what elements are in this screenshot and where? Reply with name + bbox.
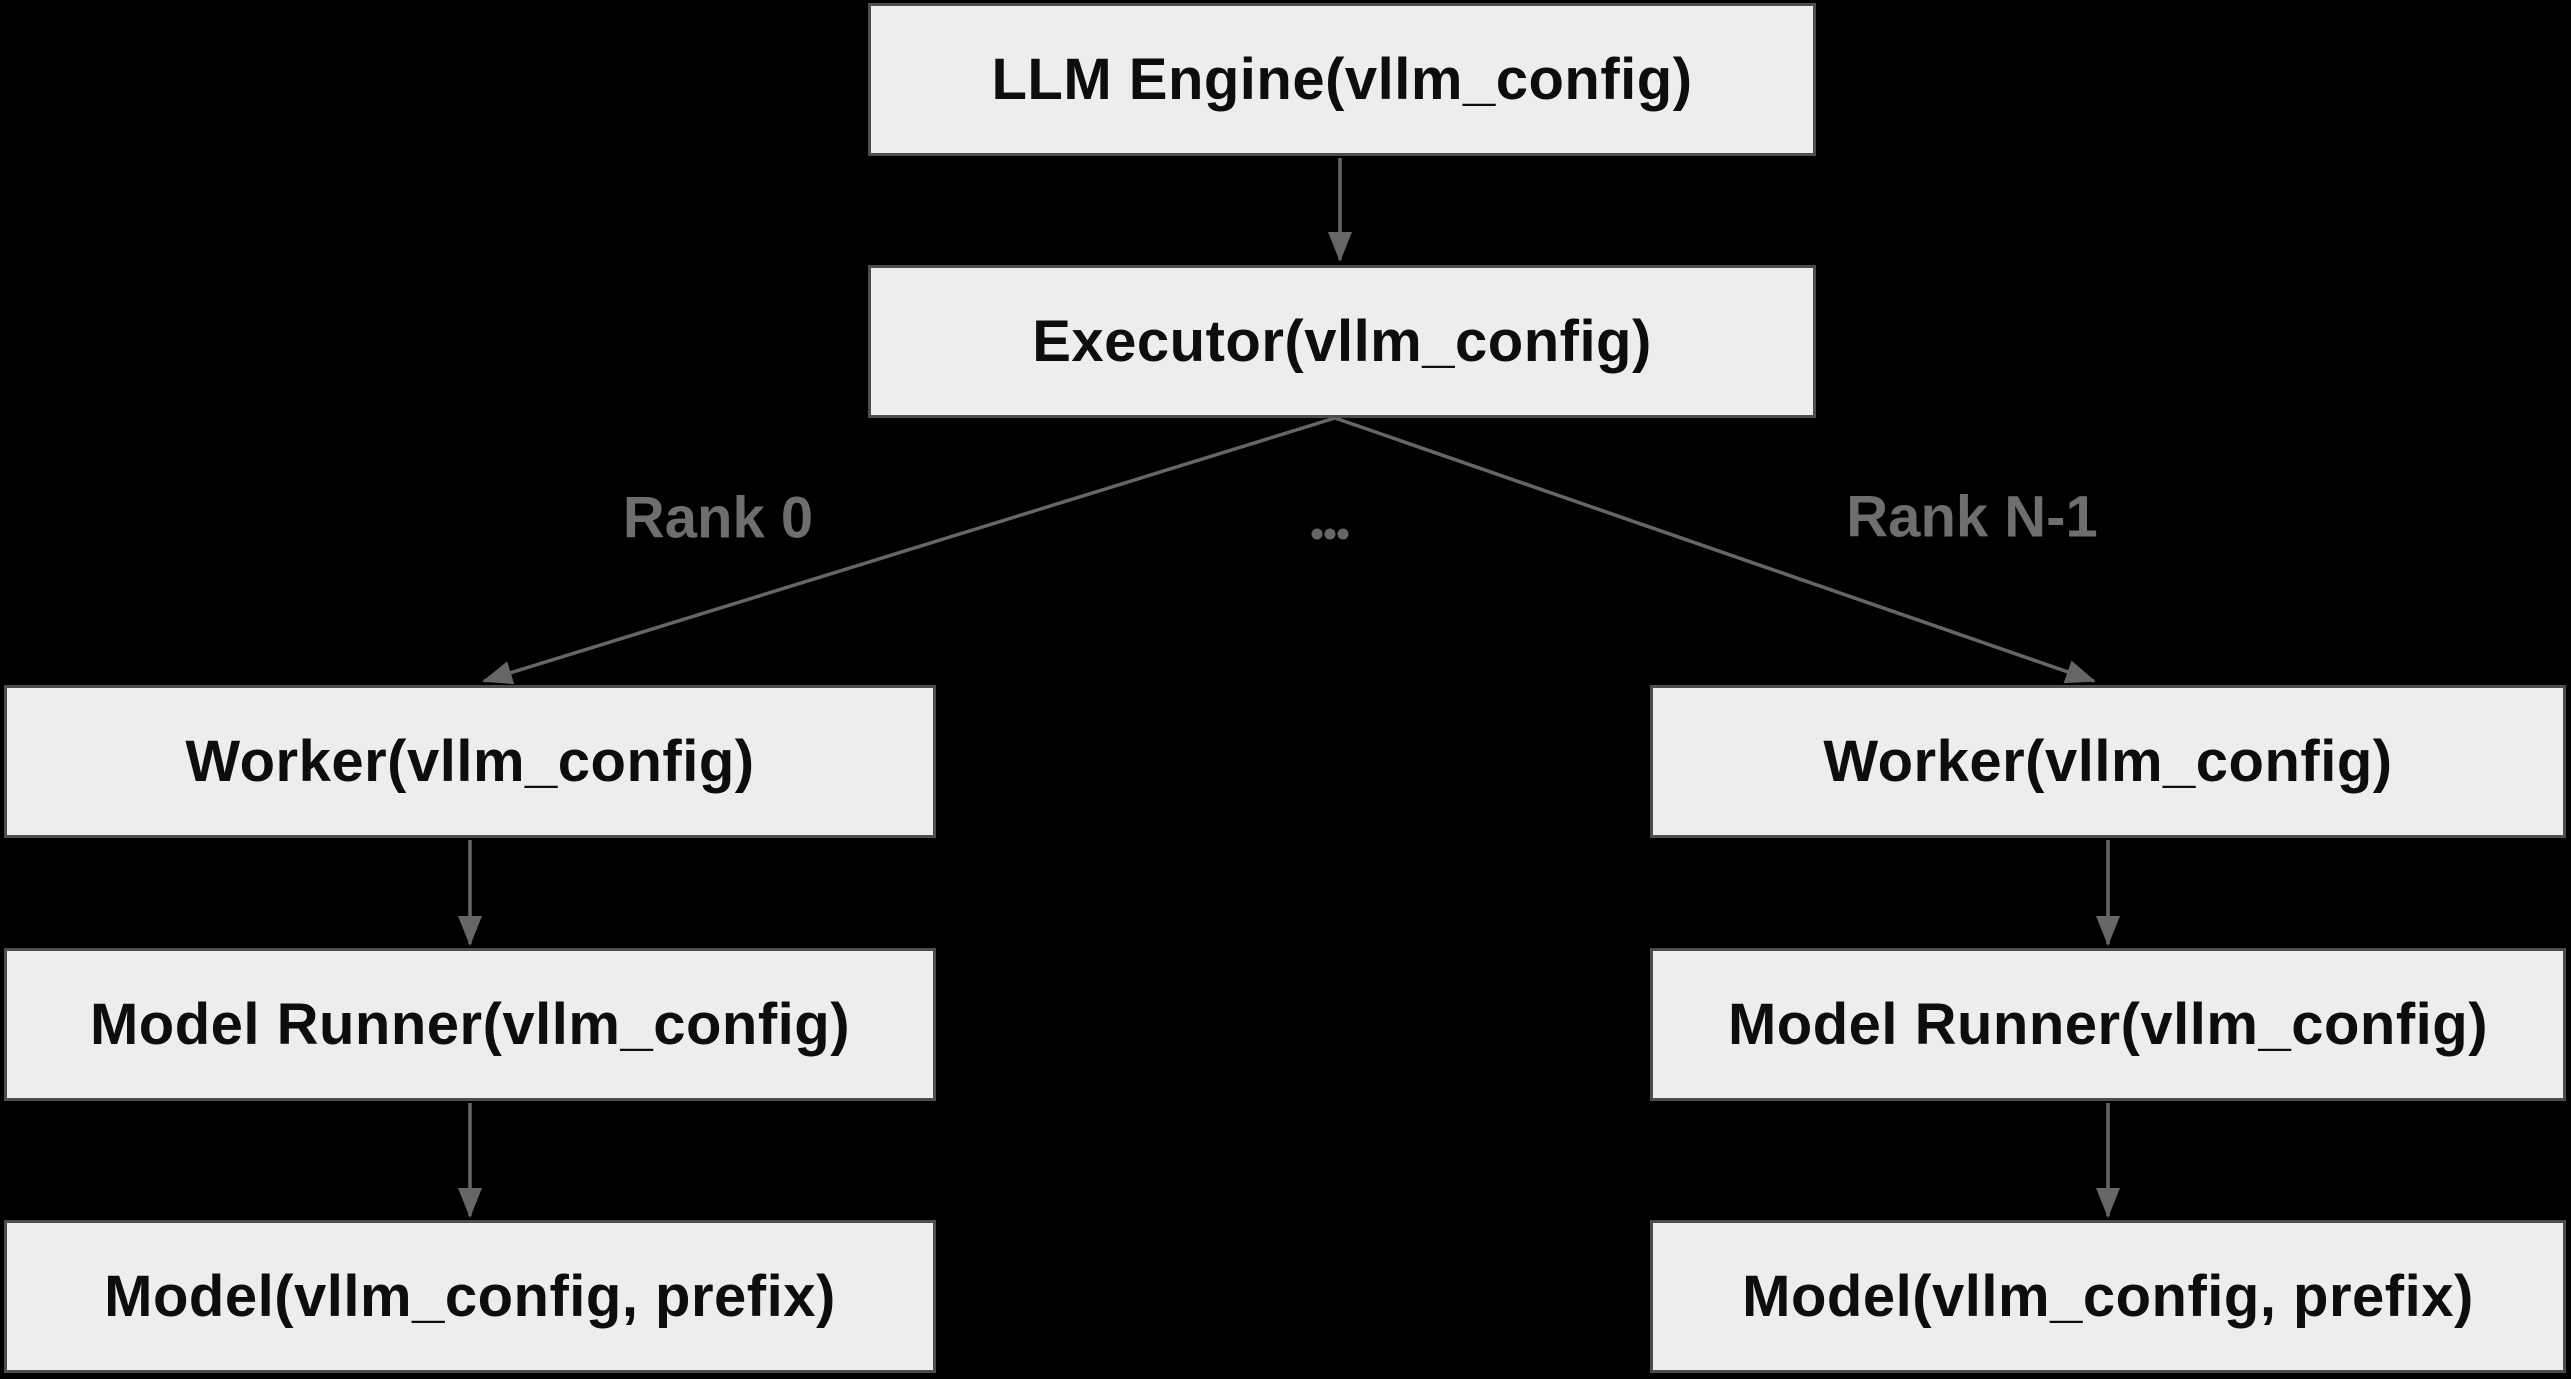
- node-llm-engine: LLM Engine(vllm_config): [868, 3, 1816, 156]
- node-worker-rank-n-1: Worker(vllm_config): [1650, 685, 2566, 838]
- node-model-runner-rank-n-1: Model Runner(vllm_config): [1650, 948, 2566, 1101]
- node-executor: Executor(vllm_config): [868, 265, 1816, 418]
- node-model-runner-rank-n-1-label: Model Runner(vllm_config): [1727, 992, 2489, 1057]
- node-worker-rank-0: Worker(vllm_config): [4, 685, 936, 838]
- node-executor-label: Executor(vllm_config): [1032, 309, 1652, 374]
- node-model-rank-0-label: Model(vllm_config, prefix): [104, 1264, 836, 1329]
- edge-label-rank-n-1: Rank N-1: [1846, 484, 2098, 550]
- node-worker-rank-n-1-label: Worker(vllm_config): [1823, 729, 2393, 794]
- node-model-rank-0: Model(vllm_config, prefix): [4, 1220, 936, 1373]
- edge-executor-to-left-worker-arrow: [482, 416, 1336, 685]
- node-llm-engine-label: LLM Engine(vllm_config): [991, 47, 1693, 112]
- node-model-runner-rank-0-label: Model Runner(vllm_config): [89, 992, 851, 1057]
- ellipsis-label: [1311, 528, 1349, 540]
- node-model-runner-rank-0: Model Runner(vllm_config): [4, 948, 936, 1101]
- edge-label-rank-0: Rank 0: [622, 485, 814, 551]
- node-model-rank-n-1-label: Model(vllm_config, prefix): [1742, 1264, 2474, 1329]
- node-worker-rank-0-label: Worker(vllm_config): [185, 729, 755, 794]
- node-model-rank-n-1: Model(vllm_config, prefix): [1650, 1220, 2566, 1373]
